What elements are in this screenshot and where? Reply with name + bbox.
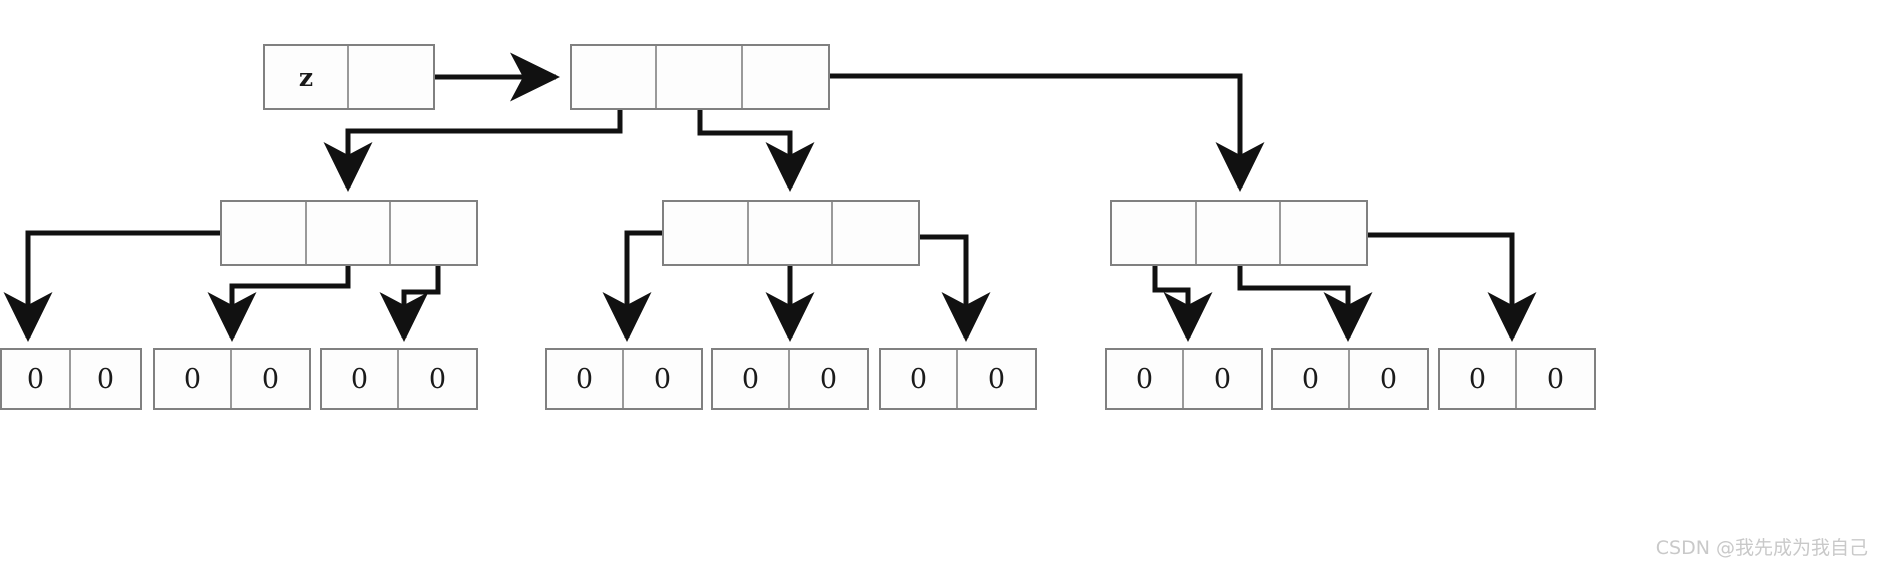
- head-cell-pointer: [349, 46, 433, 108]
- root-node[interactable]: [570, 44, 830, 110]
- middle-node-1-cell-3: [391, 202, 476, 264]
- middle-node-1-cell-1: [222, 202, 307, 264]
- leaf-node-3-cell-2: 0: [428, 363, 447, 395]
- leaf-node-2-cell-2: 0: [261, 363, 280, 395]
- leaf-node-5-cell-2: 0: [819, 363, 838, 395]
- root-cell-1: [572, 46, 658, 108]
- middle-node-1[interactable]: [220, 200, 478, 266]
- leaf-node-1-cell-2: 0: [96, 363, 115, 395]
- leaf-node-6[interactable]: 0 0: [879, 348, 1037, 410]
- leaf-node-8-cell-1: 0: [1273, 350, 1350, 408]
- leaf-node-7-cell-2: 0: [1213, 363, 1232, 395]
- leaf-node-4[interactable]: 0 0: [545, 348, 703, 410]
- middle-node-3-cell-1: [1112, 202, 1197, 264]
- middle-node-1-cell-2: [307, 202, 392, 264]
- leaf-node-1[interactable]: 0 0: [0, 348, 142, 410]
- leaf-node-8-cell-2: 0: [1379, 363, 1398, 395]
- leaf-node-7[interactable]: 0 0: [1105, 348, 1263, 410]
- leaf-node-5[interactable]: 0 0: [711, 348, 869, 410]
- middle-node-3-cell-3: [1281, 202, 1366, 264]
- wire-middle3-c3-to-leaf9: [1325, 232, 1537, 343]
- root-cell-2: [657, 46, 743, 108]
- leaf-node-1-cell-1: 0: [2, 350, 71, 408]
- leaf-node-5-cell-1: 0: [713, 350, 790, 408]
- leaf-node-3-cell-1: 0: [322, 350, 399, 408]
- leaf-node-4-cell-1: 0: [547, 350, 624, 408]
- head-node[interactable]: z: [263, 44, 435, 110]
- leaf-node-7-cell-1: 0: [1107, 350, 1184, 408]
- leaf-node-2[interactable]: 0 0: [153, 348, 311, 410]
- leaf-node-9-cell-2: 0: [1546, 363, 1565, 395]
- leaf-node-2-cell-1: 0: [155, 350, 232, 408]
- leaf-node-4-cell-2: 0: [653, 363, 672, 395]
- leaf-node-9-cell-1: 0: [1440, 350, 1517, 408]
- csdn-watermark: CSDN @我先成为我自己: [1655, 537, 1868, 559]
- leaf-node-9[interactable]: 0 0: [1438, 348, 1596, 410]
- middle-node-3-cell-2: [1197, 202, 1282, 264]
- middle-node-2-cell-3: [833, 202, 918, 264]
- wire-middle1-c1-to-leaf1: [3, 230, 262, 343]
- leaf-node-8[interactable]: 0 0: [1271, 348, 1429, 410]
- leaf-node-3[interactable]: 0 0: [320, 348, 478, 410]
- middle-node-3[interactable]: [1110, 200, 1368, 266]
- leaf-node-6-cell-2: 0: [987, 363, 1006, 395]
- middle-node-2-cell-2: [749, 202, 834, 264]
- middle-node-2[interactable]: [662, 200, 920, 266]
- middle-node-2-cell-1: [664, 202, 749, 264]
- head-cell-key: z: [265, 46, 349, 108]
- wire-root-c3-to-middle3: [793, 73, 1265, 193]
- root-cell-3: [743, 46, 828, 108]
- leaf-node-6-cell-1: 0: [881, 350, 958, 408]
